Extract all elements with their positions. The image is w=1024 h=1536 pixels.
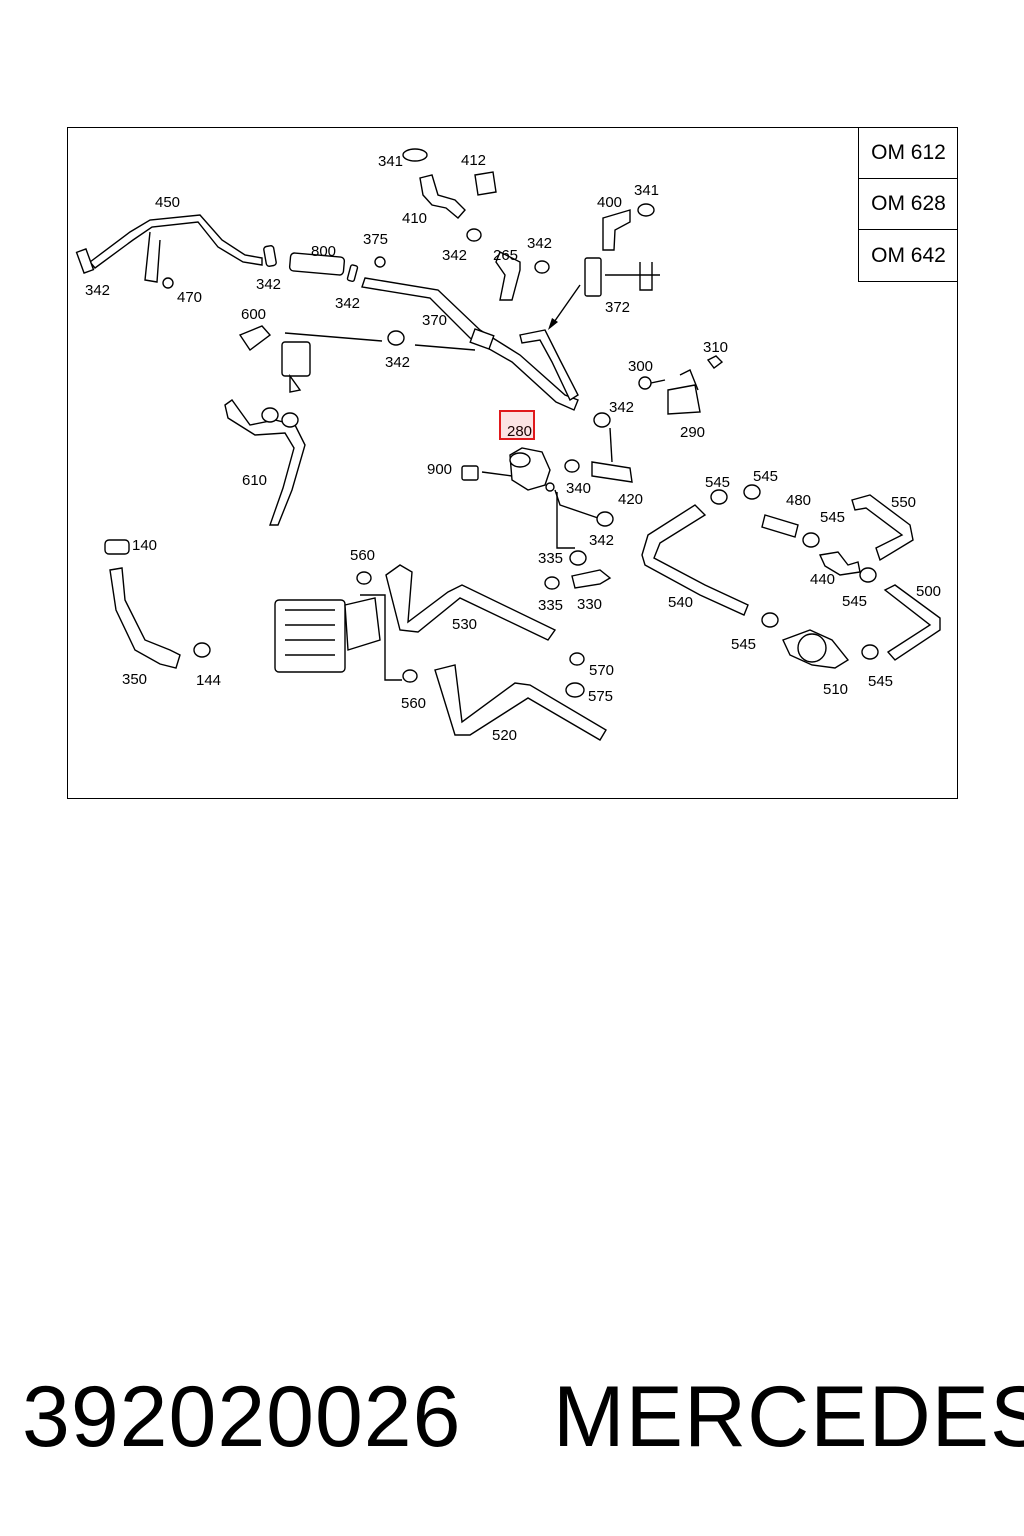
part-label-412[interactable]: 412 bbox=[461, 152, 486, 169]
part-number-code: 392020026 bbox=[22, 1369, 462, 1465]
part-label-330[interactable]: 330 bbox=[577, 596, 602, 613]
brand-name: MERCEDES bbox=[553, 1369, 1024, 1465]
part-label-280[interactable]: 280 bbox=[507, 423, 532, 440]
part-label-341[interactable]: 341 bbox=[634, 182, 659, 199]
part-label-310[interactable]: 310 bbox=[703, 339, 728, 356]
part-label-340[interactable]: 340 bbox=[566, 480, 591, 497]
highlight-box-part-280 bbox=[499, 410, 535, 440]
part-label-440[interactable]: 440 bbox=[810, 571, 835, 588]
part-label-350[interactable]: 350 bbox=[122, 671, 147, 688]
part-labels: 341 412 410 450 375 800 342 342 342 470 … bbox=[85, 152, 941, 744]
part-label-610[interactable]: 610 bbox=[242, 472, 267, 489]
part-label-410[interactable]: 410 bbox=[402, 210, 427, 227]
part-label-560[interactable]: 560 bbox=[401, 695, 426, 712]
part-label-570[interactable]: 570 bbox=[589, 662, 614, 679]
part-label-370[interactable]: 370 bbox=[422, 312, 447, 329]
part-label-342[interactable]: 342 bbox=[335, 295, 360, 312]
part-label-372[interactable]: 372 bbox=[605, 299, 630, 316]
part-label-520[interactable]: 520 bbox=[492, 727, 517, 744]
part-label-470[interactable]: 470 bbox=[177, 289, 202, 306]
part-label-420[interactable]: 420 bbox=[618, 491, 643, 508]
part-label-560[interactable]: 560 bbox=[350, 547, 375, 564]
part-label-800[interactable]: 800 bbox=[311, 243, 336, 260]
part-label-550[interactable]: 550 bbox=[891, 494, 916, 511]
engine-variant-om642: OM 642 bbox=[871, 243, 946, 267]
part-label-900[interactable]: 900 bbox=[427, 461, 452, 478]
part-label-144[interactable]: 144 bbox=[196, 672, 221, 689]
engine-variant-om628: OM 628 bbox=[859, 179, 958, 230]
part-label-335[interactable]: 335 bbox=[538, 550, 563, 567]
part-label-342[interactable]: 342 bbox=[589, 532, 614, 549]
part-label-342[interactable]: 342 bbox=[442, 247, 467, 264]
part-label-335[interactable]: 335 bbox=[538, 597, 563, 614]
part-label-545[interactable]: 545 bbox=[820, 509, 845, 526]
part-label-600[interactable]: 600 bbox=[241, 306, 266, 323]
part-label-342[interactable]: 342 bbox=[385, 354, 410, 371]
part-label-450[interactable]: 450 bbox=[155, 194, 180, 211]
engine-variant-table: OM 612 OM 628 OM 642 bbox=[858, 128, 958, 282]
part-label-510[interactable]: 510 bbox=[823, 681, 848, 698]
part-label-545[interactable]: 545 bbox=[731, 636, 756, 653]
part-label-265[interactable]: 265 bbox=[493, 247, 518, 264]
diagram-frame bbox=[67, 127, 958, 799]
part-label-341[interactable]: 341 bbox=[378, 153, 403, 170]
part-label-545[interactable]: 545 bbox=[753, 468, 778, 485]
part-label-500[interactable]: 500 bbox=[916, 583, 941, 600]
part-label-540[interactable]: 540 bbox=[668, 594, 693, 611]
part-label-545[interactable]: 545 bbox=[868, 673, 893, 690]
part-label-342[interactable]: 342 bbox=[85, 282, 110, 299]
part-drawings bbox=[75, 148, 941, 741]
part-label-342[interactable]: 342 bbox=[256, 276, 281, 293]
part-label-300[interactable]: 300 bbox=[628, 358, 653, 375]
part-label-545[interactable]: 545 bbox=[842, 593, 867, 610]
engine-variant-om612: OM 612 bbox=[859, 128, 958, 179]
part-label-290[interactable]: 290 bbox=[680, 424, 705, 441]
part-label-480[interactable]: 480 bbox=[786, 492, 811, 509]
part-label-342[interactable]: 342 bbox=[609, 399, 634, 416]
part-label-375[interactable]: 375 bbox=[363, 231, 388, 248]
part-label-342[interactable]: 342 bbox=[527, 235, 552, 252]
part-label-545[interactable]: 545 bbox=[705, 474, 730, 491]
part-label-530[interactable]: 530 bbox=[452, 616, 477, 633]
part-label-140[interactable]: 140 bbox=[132, 537, 157, 554]
part-label-575[interactable]: 575 bbox=[588, 688, 613, 705]
part-label-400[interactable]: 400 bbox=[597, 194, 622, 211]
